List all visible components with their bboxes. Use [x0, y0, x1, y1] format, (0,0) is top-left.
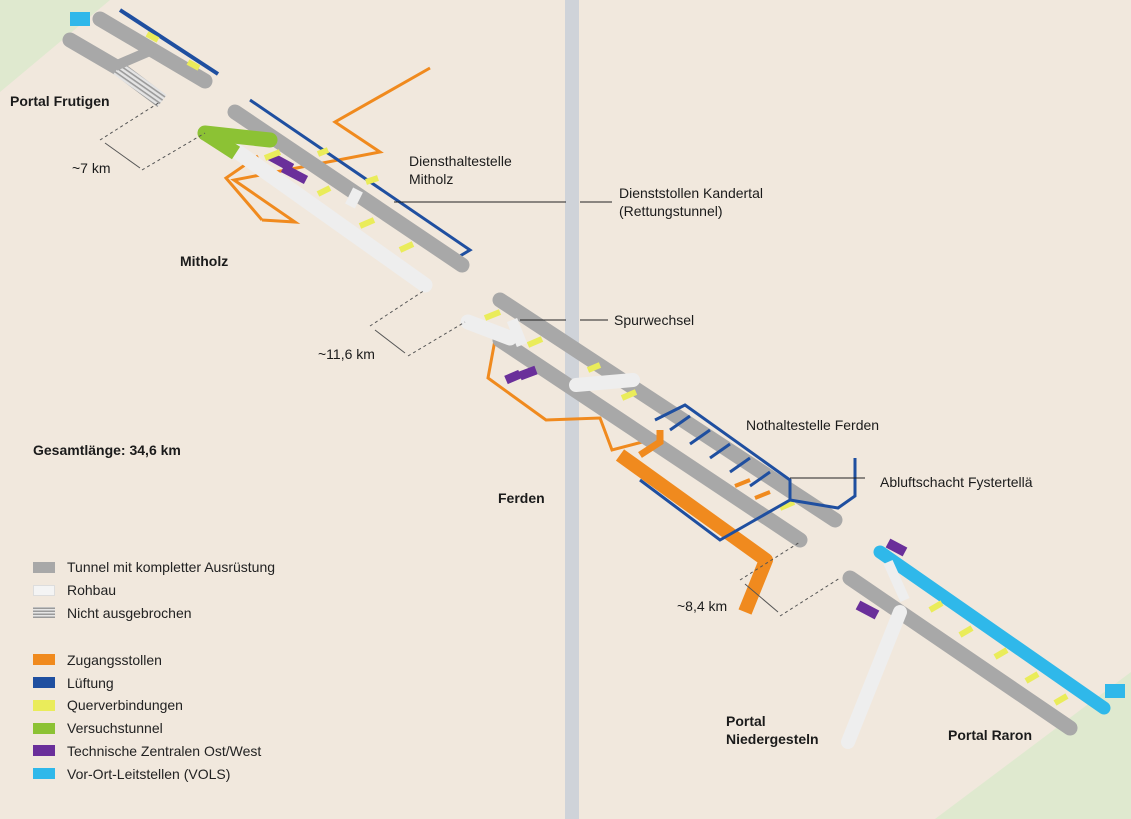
legend-swatch [33, 654, 55, 666]
kandertal-label-2: (Rettungstunnel) [619, 203, 723, 219]
legend-item-zugangsstollen: Zugangsstollen [33, 648, 275, 671]
legend-item-tunnel: Tunnel mit kompletter Ausrüstung [33, 556, 275, 579]
portal-frutigen-label: Portal Frutigen [10, 93, 110, 109]
portal-niedergesteln-label-1: Portal [726, 713, 766, 729]
distance-label-3: ~8,4 km [677, 598, 728, 614]
legend-label: Querverbindungen [67, 697, 183, 714]
legend-label: Vor-Ort-Leitstellen (VOLS) [67, 765, 231, 782]
distance-arrows [104, 142, 779, 613]
background-corner-bottom-right [935, 672, 1131, 819]
ferden-section [460, 292, 865, 615]
legend-swatch [33, 745, 55, 757]
legend-swatch [33, 699, 55, 711]
frutigen-section [62, 8, 220, 107]
vols-frutigen [70, 12, 90, 26]
portal-raron-label: Portal Raron [948, 727, 1033, 743]
nothaltestelle-label: Nothaltestelle Ferden [746, 417, 880, 433]
distance-label-2: ~11,6 km [318, 346, 375, 362]
legend-label: Nicht ausgebrochen [67, 604, 192, 621]
legend-item-lueftung: Lüftung [33, 671, 275, 694]
legend-swatch [33, 561, 55, 573]
legend-swatch [33, 584, 55, 596]
legend-label: Zugangsstollen [67, 651, 162, 668]
mitholz-label: Mitholz [180, 253, 229, 269]
distance-label-1: ~7 km [72, 160, 111, 176]
diensthaltestelle-label-1: Diensthaltestelle [409, 153, 512, 169]
legend-label: Versuchstunnel [67, 720, 163, 737]
vols-raron [1105, 684, 1125, 698]
kandertal-label-1: Dienststollen Kandertal [619, 185, 763, 201]
portal-niedergesteln-label-2: Niedergesteln [726, 731, 819, 747]
legend-item-technische-zentralen: Technische Zentralen Ost/West [33, 740, 275, 763]
spurwechsel-label: Spurwechsel [614, 312, 695, 328]
legend-item-vols: Vor-Ort-Leitstellen (VOLS) [33, 762, 275, 785]
mitholz-section [197, 66, 612, 293]
diensthaltestelle-label-2: Mitholz [409, 171, 454, 187]
legend-swatch [33, 722, 55, 734]
legend-label: Tunnel mit kompletter Ausrüstung [67, 559, 276, 576]
raron-section [841, 538, 1125, 749]
legend-swatch [33, 768, 55, 780]
abluftschacht-label: Abluftschacht Fystertellä [880, 474, 1033, 490]
legend-label: Technische Zentralen Ost/West [67, 742, 262, 759]
legend-item-querverbindungen: Querverbindungen [33, 694, 275, 717]
legend-item-rohbau: Rohbau [33, 579, 275, 602]
legend-item-nicht-ausgebrochen: Nicht ausgebrochen [33, 602, 275, 625]
legend-swatch [33, 607, 55, 619]
vertical-separator [565, 0, 579, 819]
legend: Tunnel mit kompletter Ausrüstung Rohbau … [33, 556, 275, 785]
legend-swatch [33, 677, 55, 689]
legend-label: Lüftung [67, 674, 114, 691]
distance-markers [99, 101, 841, 617]
legend-label: Rohbau [67, 582, 117, 599]
legend-item-versuchstunnel: Versuchstunnel [33, 717, 275, 740]
gesamtlaenge-label: Gesamtlänge: 34,6 km [33, 442, 181, 458]
ferden-label: Ferden [498, 490, 545, 506]
